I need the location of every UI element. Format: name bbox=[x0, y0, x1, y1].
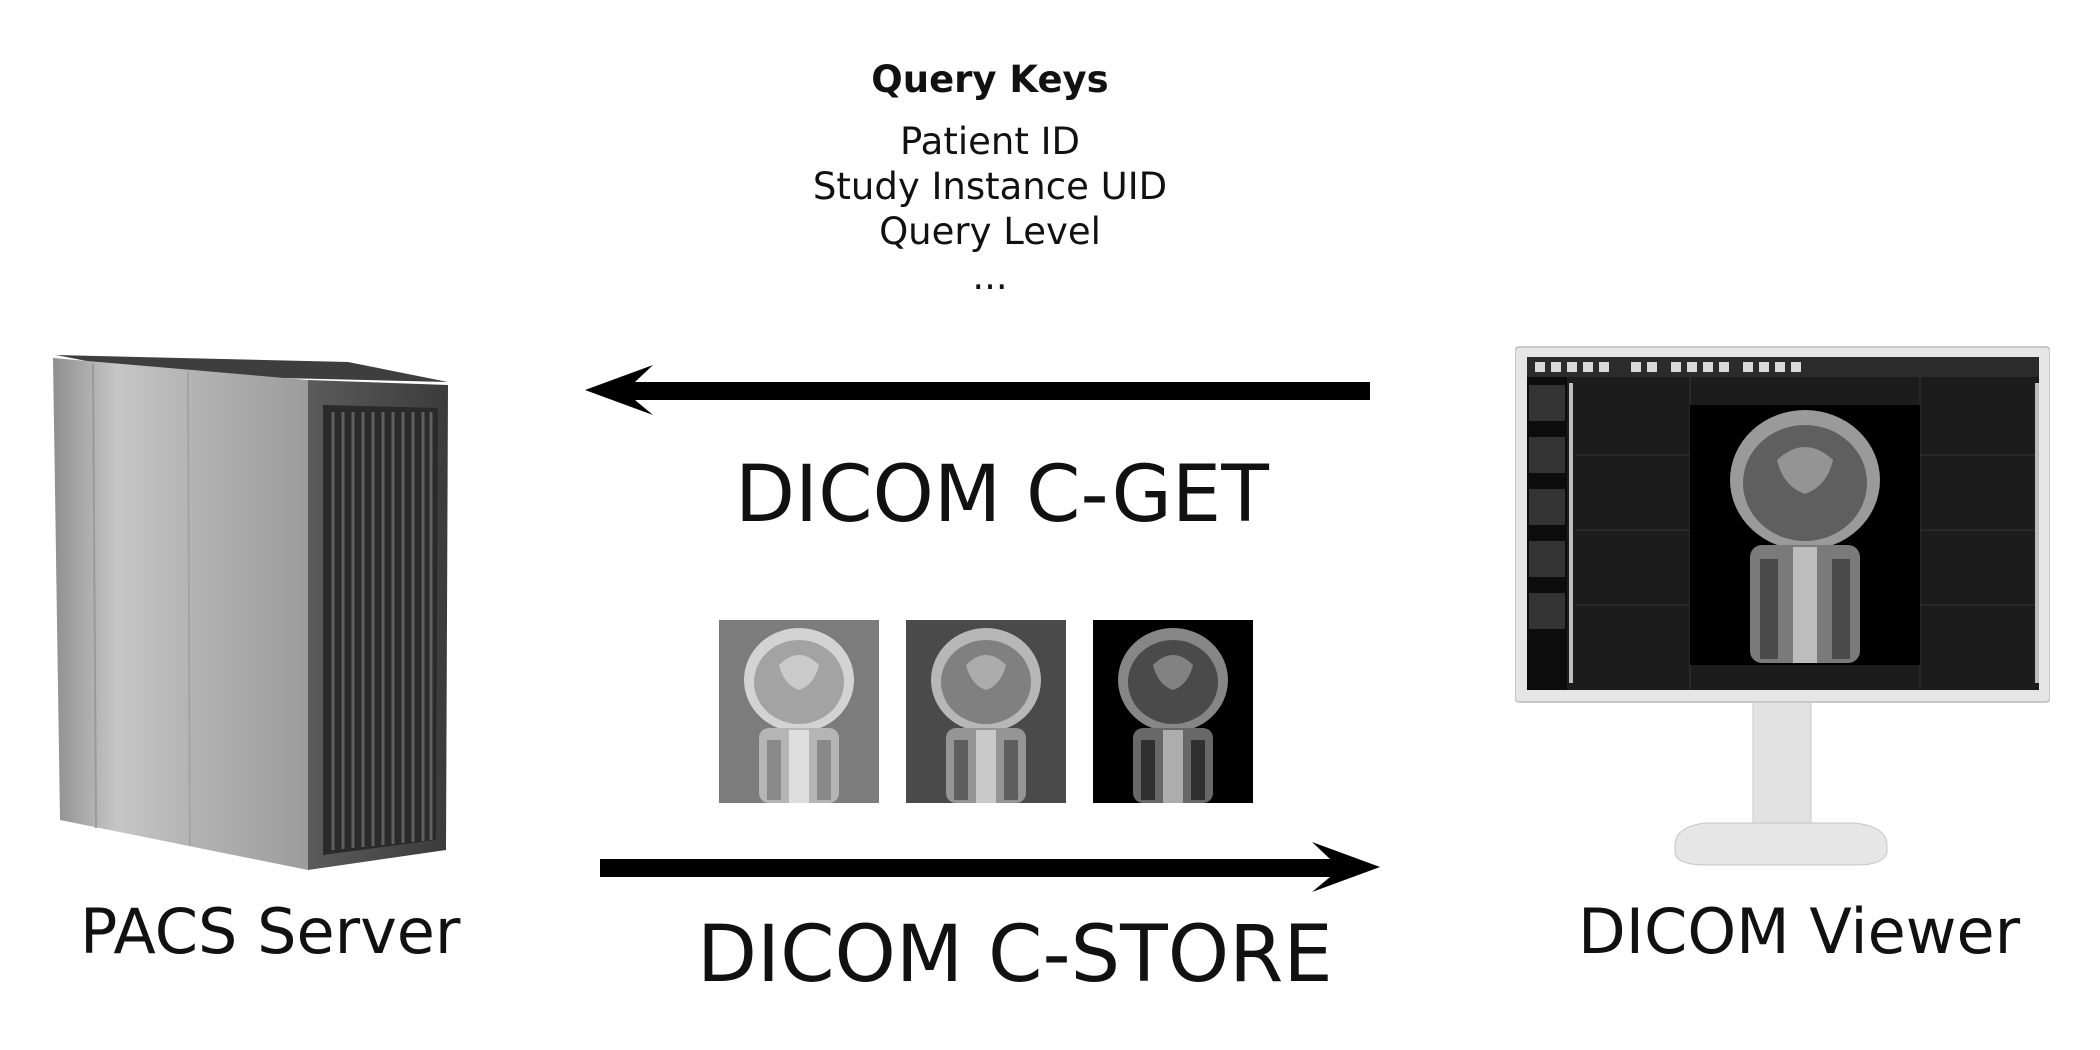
c-get-arrow-shape bbox=[585, 365, 1370, 415]
dicom-viewer-monitor-icon bbox=[1515, 346, 2050, 866]
mri-thumbnail-light bbox=[719, 620, 879, 803]
pacs-server-label: PACS Server bbox=[80, 895, 461, 968]
pacs-server-tower-icon bbox=[53, 355, 448, 870]
query-keys-block: Query Keys Patient ID Study Instance UID… bbox=[780, 55, 1200, 299]
c-store-arrow-shape bbox=[600, 842, 1380, 892]
dicom-viewer-label: DICOM Viewer bbox=[1578, 895, 2021, 968]
query-key-item: Patient ID bbox=[900, 120, 1080, 163]
mri-coronal-icon bbox=[931, 628, 1041, 803]
query-keys-list: Patient ID Study Instance UID Query Leve… bbox=[780, 119, 1200, 299]
c-store-arrow bbox=[600, 842, 1380, 892]
mri-thumbnail-dark bbox=[1093, 620, 1253, 803]
c-get-arrow bbox=[585, 365, 1370, 415]
image-thumbnails bbox=[719, 620, 1253, 803]
c-store-label: DICOM C-STORE bbox=[697, 910, 1333, 1000]
mri-coronal-screen-image bbox=[1730, 410, 1880, 663]
query-key-item: ... bbox=[972, 255, 1008, 298]
mri-coronal-icon bbox=[1118, 628, 1228, 803]
query-key-item: Study Instance UID bbox=[812, 165, 1168, 208]
mri-thumbnail-medium bbox=[906, 620, 1066, 803]
query-key-item: Query Level bbox=[879, 210, 1101, 253]
query-keys-title: Query Keys bbox=[871, 58, 1109, 101]
c-get-label: DICOM C-GET bbox=[735, 450, 1269, 540]
mri-coronal-icon bbox=[744, 628, 854, 803]
